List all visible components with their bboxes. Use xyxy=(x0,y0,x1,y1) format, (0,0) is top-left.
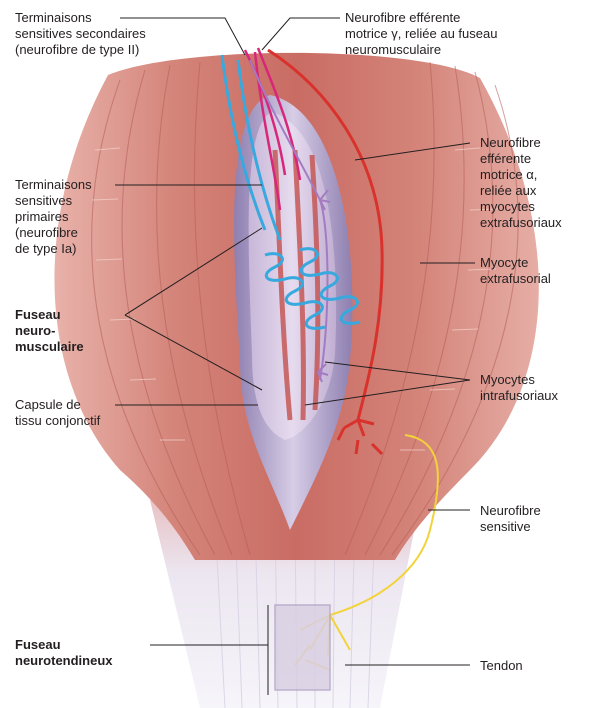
label-tendon-organ: Fuseau neurotendineux xyxy=(15,637,113,669)
label-muscle-spindle: Fuseau neuro- musculaire xyxy=(15,307,84,355)
label-extrafusal-fiber: Myocyte extrafusorial xyxy=(480,255,551,287)
label-primary-endings: Terminaisons sensitives primaires (neuro… xyxy=(15,177,92,257)
label-alpha-efferent: Neurofibre efférente motrice α, reliée a… xyxy=(480,135,562,231)
tendon-organ xyxy=(275,605,330,690)
label-tendon: Tendon xyxy=(480,658,523,674)
label-gamma-efferent: Neurofibre efférente motrice γ, reliée a… xyxy=(345,10,497,58)
label-capsule: Capsule de tissu conjonctif xyxy=(15,397,100,429)
label-sensory-fiber: Neurofibre sensitive xyxy=(480,503,541,535)
label-intrafusal-fibers: Myocytes intrafusoriaux xyxy=(480,372,558,404)
label-secondary-endings: Terminaisons sensitives secondaires (neu… xyxy=(15,10,146,58)
